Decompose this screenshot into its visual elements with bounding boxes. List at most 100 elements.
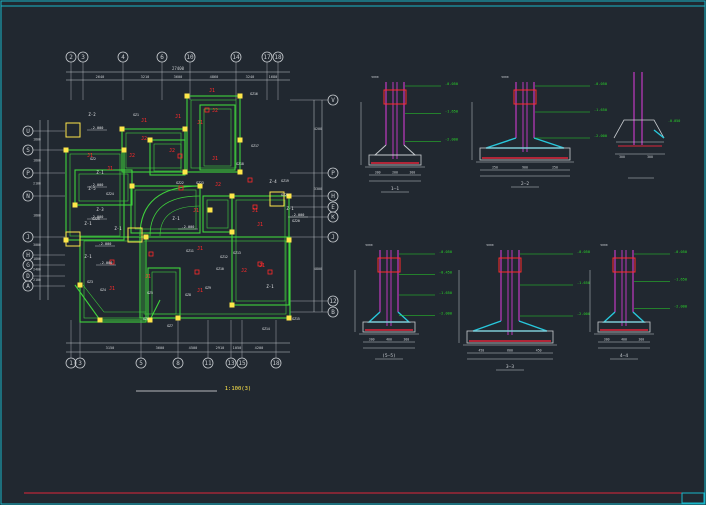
section-dim: 300 [403, 338, 409, 342]
left-axis-S: S [26, 147, 30, 154]
beam-inner-6 [235, 199, 286, 302]
cell-tag: J2 [169, 148, 175, 154]
top-axis-3: 3 [81, 54, 85, 61]
beam-tag: Z-1 [266, 284, 274, 289]
bottom-axis-18: 18 [272, 360, 280, 367]
cell-tag: J1 [257, 222, 263, 228]
cell-marker [178, 185, 184, 191]
beam-outline-0 [186, 95, 241, 173]
section-title: 3—3 [506, 364, 514, 370]
right-axis-B: B [331, 309, 335, 316]
left-dim: 1800 [33, 214, 41, 218]
left-dim: 1800 [33, 138, 41, 142]
cell-tag: J1 [197, 246, 203, 252]
girder-tag: GZ3 [87, 280, 93, 284]
section-beam-box [377, 257, 401, 273]
top-dim: 3600 [174, 75, 183, 79]
bottom-axis-11: 11 [204, 360, 212, 367]
left-axis-P: P [26, 170, 30, 177]
section-level: -1.650 [594, 108, 607, 112]
section-cap [373, 144, 417, 156]
section-title: 4—4 [620, 353, 628, 359]
bottom-dim: 3150 [106, 346, 115, 350]
beam-inner-10 [203, 108, 232, 167]
section-footing [479, 147, 571, 161]
curved-beam-outer [139, 185, 201, 237]
bottom-dim: 4200 [255, 346, 264, 350]
top-dim: 4860 [210, 75, 219, 79]
beam-tag: Z-1 [286, 206, 294, 211]
section-dim: 900 [522, 166, 528, 170]
beam-tag: Z-1 [84, 221, 92, 226]
girder-tag: GZ12 [220, 255, 228, 259]
section-dim: 300 [369, 338, 375, 342]
section-title: 2—2 [521, 181, 529, 187]
title-block-stub [681, 492, 705, 504]
bay-beam-outer [74, 284, 161, 321]
bottom-dim: 3600 [156, 346, 165, 350]
girder-tag: GZ21 [281, 193, 289, 197]
girder-tag: GZ11 [186, 249, 194, 253]
girder-tag: GZ17 [251, 144, 259, 148]
top-axis-2: 2 [69, 54, 73, 61]
girder-tag: GZ10 [216, 267, 224, 271]
girder-tag: GZ4 [100, 288, 106, 292]
section-footing [362, 321, 416, 333]
section-dim: 450 [478, 349, 484, 353]
section-beam-box [513, 89, 537, 105]
beam-inner-9 [151, 271, 177, 315]
beam-outline-8 [79, 236, 147, 323]
beam-tag: Z-2 [88, 112, 96, 117]
elevation-tag: -2.000 [182, 225, 195, 229]
column-box-3 [65, 231, 81, 247]
column-5 [121, 147, 127, 153]
plan-scale-caption: 1:100(3) [225, 386, 252, 392]
column-9 [129, 183, 135, 189]
section-level: -0.050 [674, 250, 687, 254]
column-box-1 [269, 191, 285, 207]
beam-outline-11 [149, 139, 186, 176]
column-box-2 [127, 227, 143, 243]
column-3 [182, 126, 188, 132]
beam-tag: Z-1 [84, 254, 92, 259]
right-axis-K: K [331, 214, 335, 221]
left-dim: 2100 [33, 182, 41, 186]
girder-tag: GZ2 [90, 157, 96, 161]
section-level: -2.000 [577, 312, 590, 316]
section-level: -0.050 [594, 82, 607, 86]
column-18 [97, 317, 103, 323]
section-footing [466, 330, 554, 344]
section-level: -0.050 [445, 82, 458, 86]
girder-tag: GZ25 [92, 217, 100, 221]
beam-tag: Z-4 [269, 179, 277, 184]
right-axis-J: J [331, 234, 335, 241]
column-22 [286, 315, 292, 321]
cell-tag: J1 [197, 120, 203, 126]
beam-inner-7 [143, 240, 287, 315]
column-19 [147, 317, 153, 323]
column-2 [119, 126, 125, 132]
column-7 [237, 169, 243, 175]
column-10 [197, 183, 203, 189]
bottom-dim: 1050 [233, 346, 242, 350]
left-dim: 3000 [33, 243, 41, 247]
elevation-tag: -2.000 [292, 213, 305, 217]
curved-beam-mid [149, 195, 201, 237]
cell-tag: J1 [197, 288, 203, 294]
section-top-note: 5000 [600, 243, 607, 247]
section-dim: 400 [386, 338, 392, 342]
right-dim: 4800 [314, 267, 322, 271]
top-dim: 3240 [246, 75, 255, 79]
elevation-tag: -2.000 [99, 242, 112, 246]
cell-tag: J1 [175, 114, 181, 120]
section-beam-box [498, 257, 522, 273]
section-top-note: 5000 [365, 243, 372, 247]
section-level: -1.650 [577, 281, 590, 285]
cell-tag: J2 [129, 153, 135, 159]
cell-tag: J1 [145, 274, 151, 280]
